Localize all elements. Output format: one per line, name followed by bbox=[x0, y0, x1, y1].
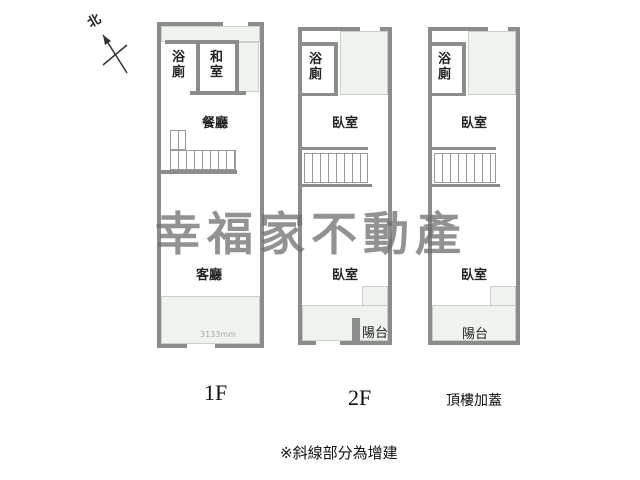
dimension-label: 3133mm bbox=[200, 330, 236, 339]
floor-label-rooftop: 頂樓加蓋 bbox=[446, 393, 502, 409]
room-bath-2f: 浴廁 bbox=[309, 52, 323, 82]
room-bath-1f: 浴廁 bbox=[172, 50, 186, 80]
north-arrow-icon bbox=[95, 15, 135, 80]
room-dining-1f: 餐廳 bbox=[202, 116, 229, 131]
room-balcony-2f: 陽台 bbox=[362, 326, 389, 341]
floor-label-1f: 1F bbox=[204, 380, 228, 405]
room-living-1f: 客廳 bbox=[196, 268, 223, 283]
room-bedroom-rooftop-front: 臥室 bbox=[461, 268, 488, 283]
room-bedroom-2f-back: 臥室 bbox=[332, 116, 359, 131]
room-balcony-rooftop: 陽台 bbox=[462, 327, 489, 342]
watermark: 幸福家不動產 bbox=[155, 207, 467, 261]
room-bedroom-2f-front: 臥室 bbox=[332, 268, 359, 283]
room-bedroom-rooftop-back: 臥室 bbox=[461, 116, 488, 131]
floor-label-2f: 2F bbox=[348, 385, 372, 410]
room-bath-rooftop: 浴廁 bbox=[438, 52, 452, 82]
note-text: ※斜線部分為增建 bbox=[280, 444, 398, 462]
room-washitsu-1f: 和室 bbox=[210, 50, 224, 80]
